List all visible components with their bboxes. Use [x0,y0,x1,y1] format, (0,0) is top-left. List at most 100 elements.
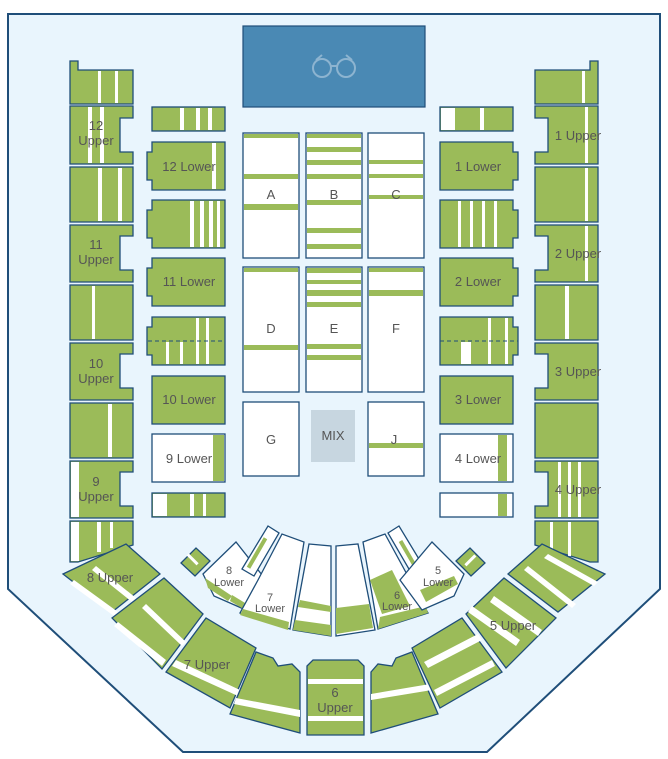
section-10-lower-front[interactable] [146,316,226,366]
section-5-upper[interactable]: 5 Upper [465,577,557,669]
section-10-upper-label-line1: 10 [89,356,103,371]
section-9-upper-label-line2: Upper [78,489,114,504]
section-4-upper[interactable]: 4 Upper [534,460,602,519]
section-12-lower[interactable]: 12 Lower [146,141,226,191]
section-8-lower-label-line2: Lower [214,577,244,589]
section-10-lower[interactable]: 10 Lower [151,375,226,425]
floor-block-e-label: E [330,321,339,336]
section-2-upper-label: 2 Upper [555,246,602,261]
section-6-upper-label-line1: 6 [331,685,338,700]
section-8-upper[interactable]: 8 Upper [61,543,162,616]
section-3-lower-label: 3 Lower [455,392,502,407]
section-7-upper-inner[interactable] [229,651,301,734]
section-11-lower[interactable]: 11 Lower [146,257,226,307]
mix-position: MIX [311,410,355,462]
floor-block-b-label: B [330,187,339,202]
section-2-lower[interactable]: 2 Lower [439,257,519,307]
section-1-upper-rear[interactable] [534,60,599,105]
binoculars-icon [312,54,356,78]
mix-label: MIX [321,428,344,443]
section-7-lower[interactable]: 7 Lower [239,533,305,630]
section-5-lower-corner[interactable] [455,547,486,577]
section-9-lower-label: 9 Lower [166,451,213,466]
section-12-lower-front[interactable] [151,106,226,132]
section-1-upper-front[interactable] [534,166,599,223]
section-10-upper-label-line2: Upper [78,371,114,386]
section-1-lower[interactable]: 1 Lower [439,141,519,191]
floor-block-j[interactable]: J [367,401,425,477]
section-12-lower-label: 12 Lower [162,159,216,174]
section-7-lower-label-line1: 7 [267,592,273,604]
section-3-upper-label: 3 Upper [555,364,602,379]
section-11-lower-label: 11 Lower [163,274,216,289]
section-9-lower-rear[interactable] [151,492,226,518]
floor-block-d-label: D [266,321,275,336]
section-3-upper-front[interactable] [534,402,599,459]
section-1-upper[interactable]: 1 Upper [534,105,602,165]
floor-block-c[interactable]: C [367,132,425,259]
section-1-upper-label: 1 Upper [555,128,602,143]
floor-block-e[interactable]: E [305,266,363,393]
section-3-upper[interactable]: 3 Upper [534,342,602,401]
section-6-lower[interactable]: 6 Lower [362,533,429,630]
section-4-lower-label: 4 Lower [455,451,502,466]
section-2-lower-label: 2 Lower [455,274,502,289]
section-11-upper[interactable]: 11 Upper [69,224,134,283]
section-11-lower-front[interactable] [146,199,226,249]
floor-block-j-label: J [391,432,398,447]
section-8-lower-corner[interactable] [180,547,211,577]
section-9-upper-label-line1: 9 [92,474,99,489]
section-2-upper[interactable]: 2 Upper [534,224,602,283]
section-2-lower-front[interactable] [439,199,519,249]
section-12-upper[interactable]: 12 Upper [69,105,134,165]
section-6-lower-label-line2: Lower [382,601,412,613]
floor-block-f-label: F [392,321,400,336]
floor-block-d[interactable]: D [242,266,300,393]
section-5-upper-inner[interactable] [370,651,439,734]
section-7-lower-front[interactable] [241,525,280,577]
section-4-lower-rear[interactable] [439,492,514,518]
floor-block-g-label: G [266,432,276,447]
section-6-upper[interactable]: 6 Upper [306,659,365,736]
floor-block-c-label: C [391,187,400,202]
floor-block-a-label: A [267,187,276,202]
section-2-upper-front[interactable] [534,284,599,341]
section-5-lower-label-line1: 5 [435,565,441,577]
section-3-lower[interactable]: 3 Lower [439,375,514,425]
section-7-lower-aisle[interactable] [292,543,332,637]
section-5-upper-label: 5 Upper [490,618,537,633]
section-6-lower-label-line1: 6 [394,590,400,602]
section-11-upper-label-line1: 11 [89,237,103,252]
section-8-upper-inner[interactable] [111,577,204,670]
section-8-lower-label-line1: 8 [226,565,232,577]
section-9-lower[interactable]: 9 Lower [151,433,226,483]
section-4-lower[interactable]: 4 Lower [439,433,514,483]
section-5-upper-mid[interactable] [411,617,503,709]
section-9-upper[interactable]: 9 Upper [69,460,134,519]
section-4-upper-label: 4 Upper [555,482,602,497]
section-10-upper[interactable]: 10 Upper [69,342,134,401]
section-10-lower-label: 10 Lower [162,392,216,407]
section-11-upper-front[interactable] [69,284,134,341]
section-11-upper-label-line2: Upper [78,252,114,267]
section-10-upper-front[interactable] [69,402,134,459]
section-7-upper[interactable]: 7 Upper [165,617,257,709]
section-1-lower-label: 1 Lower [455,159,502,174]
section-6-lower-aisle[interactable] [335,543,376,637]
section-4-upper-front[interactable] [534,520,599,563]
floor-block-a[interactable]: A [242,132,300,259]
floor-block-b[interactable]: B [305,132,363,259]
section-8-upper-label: 8 Upper [87,570,134,585]
section-3-lower-front[interactable] [439,316,519,366]
floor-block-g[interactable]: G [242,401,300,477]
section-6-upper-label-line2: Upper [317,700,353,715]
floor-block-f[interactable]: F [367,266,425,393]
section-7-lower-label-line2: Lower [255,603,285,615]
stage [242,25,426,108]
section-5-upper-corner[interactable] [506,543,607,613]
section-12-upper-rear[interactable] [69,60,134,105]
section-1-lower-front[interactable] [439,106,514,132]
section-5-lower[interactable]: 5 Lower [399,541,465,611]
section-12-upper-front[interactable] [69,166,134,223]
